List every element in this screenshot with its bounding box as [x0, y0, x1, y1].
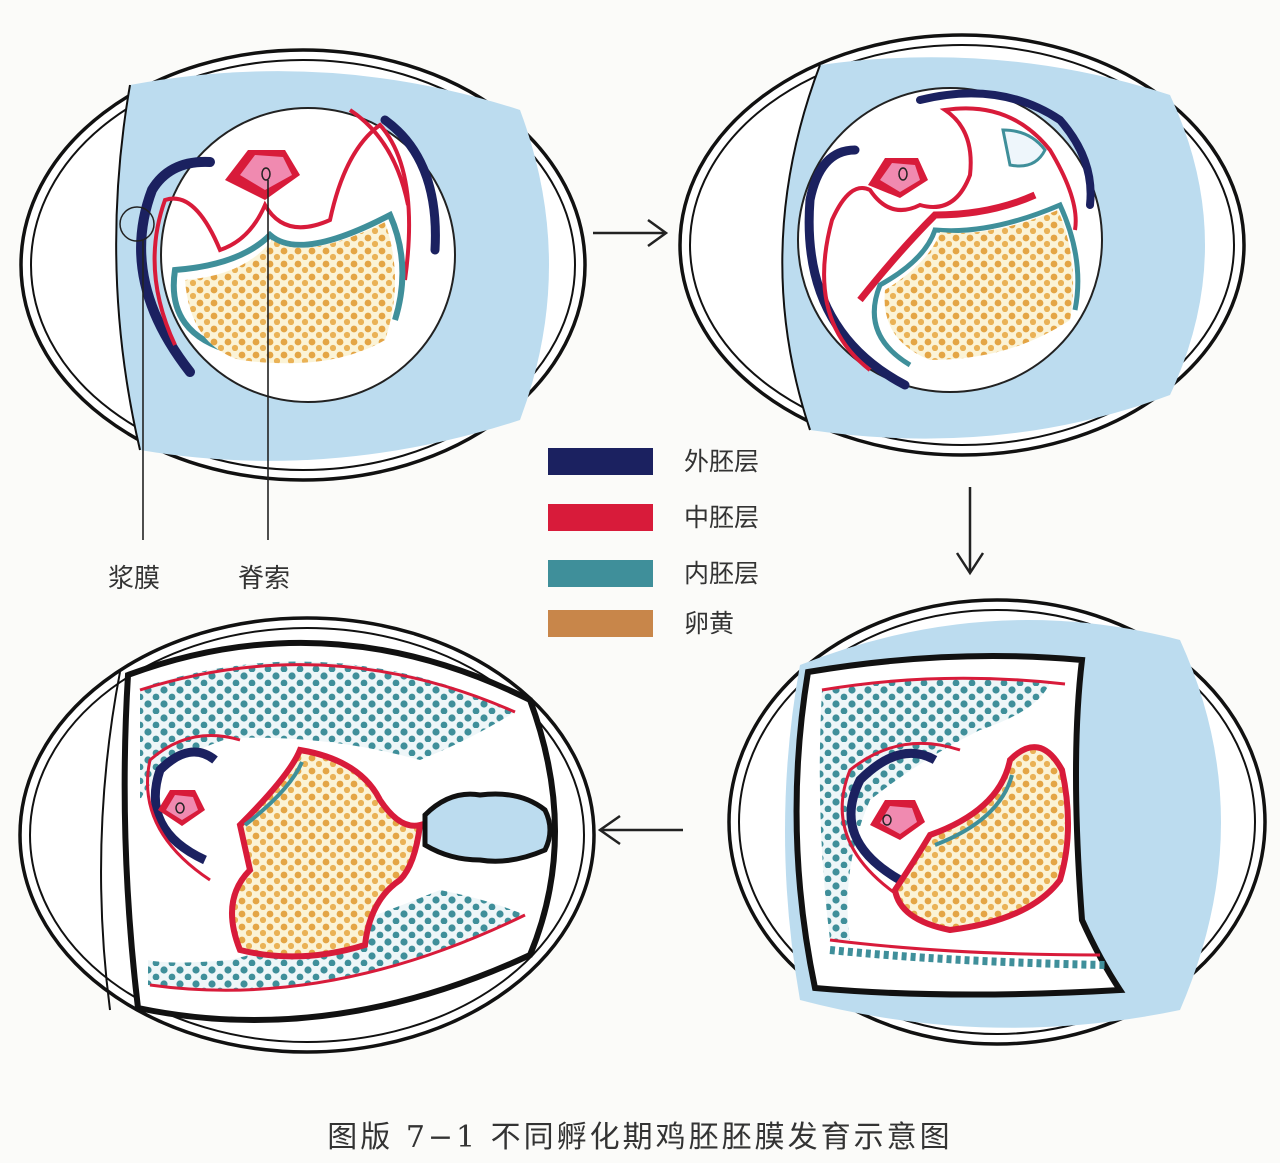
yolk: [229, 746, 424, 960]
notochord-marker: [175, 802, 185, 814]
notochord-pink: [166, 795, 198, 820]
notochord-marker: [261, 167, 271, 181]
amnion-mesoderm: [840, 741, 961, 902]
legend-item-endoderm: 内胚层: [548, 558, 808, 588]
egg-stage-2: [678, 33, 1246, 457]
endoderm: [243, 761, 304, 827]
amnion-ectoderm: [150, 747, 218, 865]
ectoderm-right: [380, 115, 440, 255]
yolk: [891, 744, 1072, 934]
figure-caption: 图版 7−1 不同孵化期鸡胚胚膜发育示意图: [327, 1120, 953, 1155]
mesoderm-outer: [139, 663, 516, 714]
yolk: [185, 222, 395, 364]
air-cell-membrane: [100, 671, 121, 1011]
legend: 外胚层 中胚层 内胚层 卵黄: [548, 446, 808, 646]
mesoderm-right-fold: [348, 108, 410, 206]
notochord-pink: [240, 155, 292, 190]
albumen-sac: [422, 791, 553, 864]
egg-stage-3: [727, 598, 1267, 1046]
notochord-marker: [898, 167, 908, 181]
shell-inner: [738, 609, 1256, 1035]
endoderm: [871, 201, 1081, 368]
mesoderm-fold: [822, 106, 1078, 372]
endoderm: [170, 210, 406, 355]
allantois-lower-band: [829, 946, 1106, 969]
shell-inner: [30, 59, 576, 471]
mesoderm-fold: [152, 122, 412, 346]
legend-swatch: [548, 448, 653, 475]
legend-label: 外胚层: [684, 447, 760, 476]
legend-swatch: [548, 560, 653, 587]
shell-inner: [689, 44, 1235, 446]
ectoderm-left: [804, 145, 910, 390]
allantois-cavity: [819, 678, 1050, 940]
shell-inner: [29, 627, 585, 1043]
egg-stage-4: [18, 616, 596, 1054]
mesoderm-band: [857, 191, 1037, 303]
legend-label: 中胚层: [684, 503, 760, 532]
legend-label: 内胚层: [684, 559, 760, 588]
ectoderm-left: [136, 156, 215, 377]
notochord-marker: [882, 814, 892, 826]
notochord-pink: [880, 806, 917, 834]
arrow-down: [955, 487, 985, 576]
endoderm: [934, 774, 1014, 847]
legend-swatch: [548, 504, 653, 531]
mesoderm-lower: [829, 938, 1101, 957]
ectoderm-top: [916, 89, 1095, 209]
legend-item-ectoderm: 外胚层: [548, 446, 808, 476]
egg-stage-1: [19, 48, 587, 540]
notochord-label: 脊索: [238, 564, 291, 594]
allantois-cavity-top: [140, 661, 515, 800]
mesoderm-lower: [149, 913, 526, 992]
air-cell-membrane: [115, 84, 141, 451]
legend-label: 卵黄: [684, 609, 735, 638]
yolk: [884, 210, 1074, 360]
serosa-label: 浆膜: [108, 564, 161, 594]
air-cell-membrane: [781, 64, 821, 431]
allantois-bud: [1001, 128, 1047, 168]
serosa-pointer-circle: [119, 206, 155, 242]
legend-swatch: [548, 610, 653, 637]
arrow-left: [597, 814, 683, 846]
legend-item-yolk: 卵黄: [548, 608, 808, 638]
amnion-mesoderm: [146, 734, 241, 882]
arrow-right: [593, 218, 669, 248]
legend-item-mesoderm: 中胚层: [548, 502, 808, 532]
amnion-ectoderm: [846, 748, 938, 884]
mesoderm-outer: [821, 676, 1066, 692]
